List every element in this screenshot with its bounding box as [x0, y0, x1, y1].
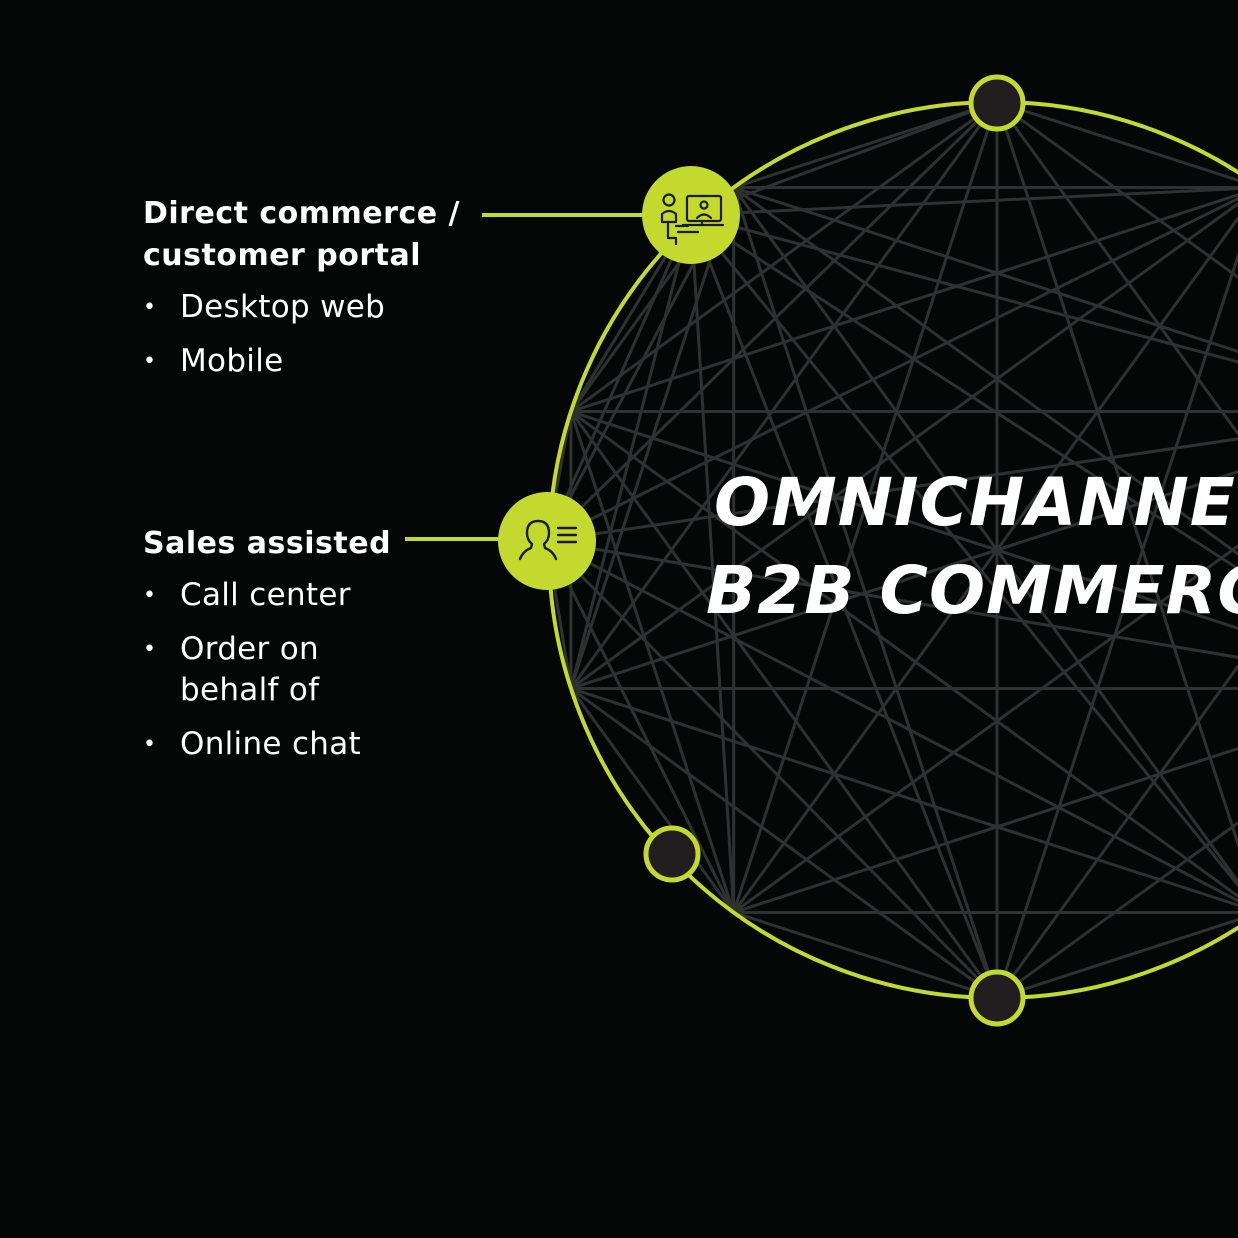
mesh-line: [569, 214, 693, 689]
mesh-line: [733, 746, 1238, 914]
mesh-line: [995, 663, 1238, 999]
mesh-line: [733, 100, 998, 189]
list-item: Mobile: [143, 341, 473, 382]
mesh-line: [546, 437, 1238, 543]
channel-title: Sales assisted: [143, 526, 392, 561]
mesh-line: [545, 214, 693, 542]
node-bottom: [968, 969, 1026, 1027]
mesh-line: [569, 687, 735, 914]
mesh-line: [689, 214, 736, 913]
channel-list: Call center Order on behalf of Online ch…: [143, 575, 473, 765]
node-direct-commerce: [642, 166, 740, 264]
mesh-line: [690, 213, 1238, 571]
list-item: Online chat: [143, 724, 473, 765]
mesh-line: [733, 186, 1238, 354]
node-sales-assisted: [498, 492, 596, 590]
channel-sales-assisted: Sales assisted Call center Order on beha…: [143, 523, 473, 778]
mesh-line: [690, 100, 998, 217]
list-item: Order on behalf of: [143, 629, 350, 711]
mesh-line: [546, 539, 1238, 903]
mesh-line: [570, 687, 998, 1000]
mesh-line: [545, 539, 999, 1000]
mesh-line: [732, 186, 1238, 556]
mesh-line: [689, 214, 999, 999]
center-title-line1: OMNICHANNE: [714, 464, 1236, 541]
mesh-line: [545, 540, 736, 914]
mesh-line: [689, 214, 1238, 888]
mesh-line: [732, 187, 999, 999]
mesh-line: [995, 101, 1238, 437]
person-at-computer-icon: [660, 193, 725, 246]
mesh-line: [690, 187, 1238, 217]
node-top: [968, 74, 1026, 132]
mesh-line: [733, 911, 998, 1000]
mesh-line: [570, 193, 1238, 413]
list-item: Desktop web: [143, 287, 473, 328]
mesh-line: [732, 186, 1238, 885]
mesh-line: [569, 411, 736, 913]
agent-profile-icon: [518, 519, 578, 561]
channel-list: Desktop web Mobile: [143, 287, 473, 382]
mesh-line: [996, 918, 1238, 1000]
channel-direct-commerce: Direct commerce / customer portal Deskto…: [143, 193, 473, 395]
list-item: Call center: [143, 575, 473, 616]
channel-title: Direct commerce / customer portal: [143, 196, 460, 273]
mesh-line: [996, 100, 1238, 182]
connection-mesh: [545, 100, 1238, 1000]
mesh-line: [546, 539, 1238, 659]
node-bottom-left: [643, 825, 701, 883]
center-title-line2: B2B COMMERC: [706, 552, 1238, 629]
mesh-line: [570, 410, 1238, 899]
mesh-line: [570, 687, 1238, 907]
mesh-line: [690, 213, 1238, 364]
mesh-line: [732, 215, 1238, 914]
mesh-line: [569, 187, 736, 689]
mesh-line: [569, 410, 999, 999]
mesh-line: [545, 100, 999, 543]
